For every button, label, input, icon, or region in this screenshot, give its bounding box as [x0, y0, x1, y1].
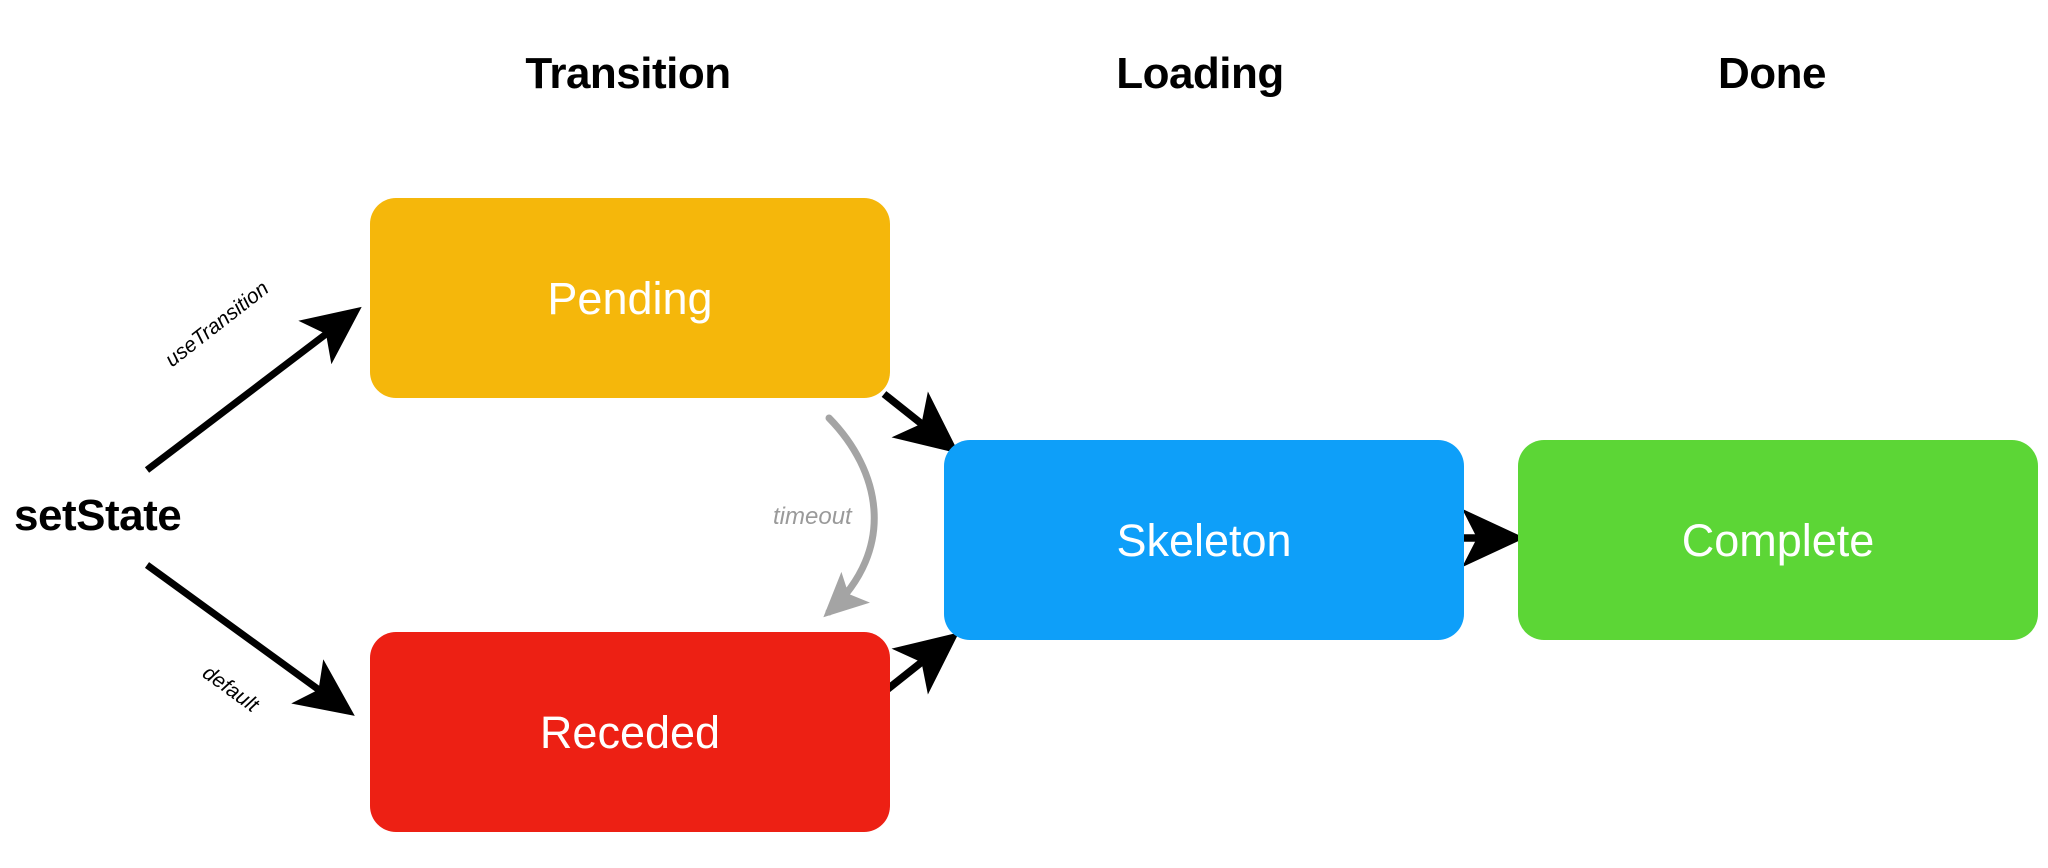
state-node-complete-label: Complete [1681, 514, 1875, 566]
arrow-setstate-to-pending [144, 306, 362, 473]
state-node-receded-label: Receded [539, 706, 721, 758]
arrow-pending-to-skeleton [881, 391, 960, 454]
arrow-receded-to-skeleton [881, 632, 960, 695]
column-header-transition: Transition [525, 49, 731, 98]
column-header-loading: Loading [1116, 49, 1284, 98]
state-node-complete[interactable]: Complete [1518, 440, 2038, 640]
edge-label-default: default [198, 661, 263, 717]
column-header-done: Done [1718, 49, 1827, 98]
state-node-skeleton[interactable]: Skeleton [944, 440, 1464, 640]
edge-label-timeout: timeout [773, 503, 852, 530]
source-label-setstate: setState [14, 491, 182, 540]
state-node-receded[interactable]: Receded [370, 632, 890, 832]
state-node-pending-label: Pending [547, 272, 713, 324]
edge-label-usetransition: useTransition [160, 276, 274, 372]
state-node-pending[interactable]: Pending [370, 198, 890, 398]
state-node-skeleton-label: Skeleton [1116, 514, 1292, 566]
